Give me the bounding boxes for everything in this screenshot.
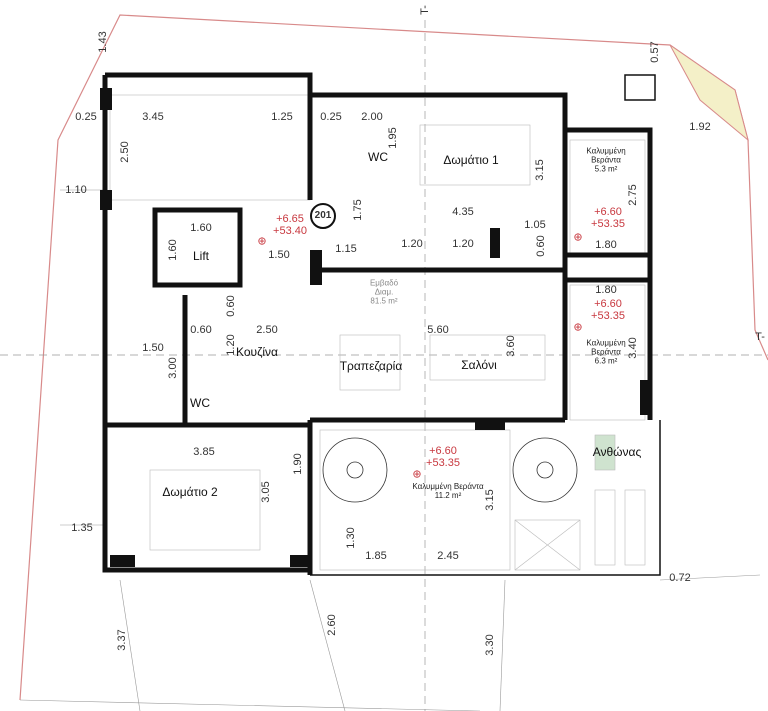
room-label-lift: Lift (192, 249, 210, 263)
dimension: 1.05 (524, 219, 546, 231)
dimension: 1.25 (271, 111, 293, 123)
dimension: 2.45 (437, 550, 459, 562)
level-marker-icon: ⊕ (412, 468, 422, 481)
veranda-name: Καλυμμένη Βεράντα (586, 338, 626, 357)
dimension: 3.05 (260, 481, 272, 503)
room-label-kitchen: Κουζίνα (236, 345, 278, 359)
level-1: +6.60 (594, 298, 622, 310)
dimension: 1.92 (689, 121, 711, 133)
room-label-living: Σαλόνι (461, 358, 497, 372)
dimension: 3.45 (142, 111, 164, 123)
veranda-area: 6.3 m² (594, 356, 618, 366)
level-marker-icon: ⊕ (573, 321, 583, 334)
dimension: 0.72 (669, 572, 691, 584)
walls (102, 72, 653, 575)
level-marker-icon: ⊕ (257, 235, 267, 248)
level-2: +53.35 (426, 457, 460, 469)
dimension: 3.30 (484, 634, 496, 656)
dimension: 1.75 (352, 199, 364, 221)
dimension: 3.00 (167, 357, 179, 379)
veranda-1-label: Καλυμμένη Βεράντα 5.3 m² (576, 147, 636, 174)
dimension: 0.60 (535, 235, 547, 257)
level-1: +6.60 (429, 445, 457, 457)
room-label-flower-bed: Ανθώνας (592, 445, 642, 459)
dimension: 0.25 (75, 111, 97, 123)
unit-number-badge: 201 (310, 203, 336, 229)
veranda-name: Καλυμμένη Βεράντα (586, 146, 626, 165)
area-sub: Διαμ. (374, 287, 394, 297)
room-label-dining: Τραπεζαρία (339, 359, 403, 373)
entry-level-mark: +6.65 +53.40 (273, 213, 307, 237)
dimension: 3.15 (534, 159, 546, 181)
dimension: 1.50 (142, 342, 164, 354)
dimension: 1.60 (190, 222, 212, 234)
dimension: 1.90 (292, 453, 304, 475)
dimension: 3.40 (627, 337, 639, 359)
dimension: 0.60 (190, 324, 212, 336)
dimension: 1.35 (71, 522, 93, 534)
dimension: 2.60 (326, 614, 338, 636)
dimension: 1.10 (65, 184, 87, 196)
dimension: 1.80 (595, 284, 617, 296)
area-note: Εμβαδό Διαμ. 81.5 m² (370, 279, 398, 306)
dimension: 5.60 (427, 324, 449, 336)
room-label-bedroom-1: Δωμάτιο 1 (443, 153, 499, 167)
spiral-stairs (322, 437, 578, 503)
area-value: 81.5 m² (370, 296, 398, 306)
dimension: 1.30 (345, 527, 357, 549)
level-2: +53.35 (591, 218, 625, 230)
dimension: 3.60 (505, 335, 517, 357)
room-label-wc-bottom: WC (190, 396, 210, 410)
level-1: +6.65 (276, 213, 304, 225)
dimension: 2.75 (627, 184, 639, 206)
section-marker-top: T- (419, 5, 431, 15)
garden-corner (669, 44, 749, 142)
dimension: 4.35 (452, 206, 474, 218)
veranda-area: 11.2 m² (434, 491, 462, 500)
veranda-3-label: Καλυμμένη Βεράντα 11.2 m² (412, 482, 483, 500)
veranda-2-level: +6.60 +53.35 (591, 298, 625, 322)
dimension: 0.60 (225, 295, 237, 317)
veranda-area: 5.3 m² (594, 164, 618, 174)
dimension: 1.85 (365, 550, 387, 562)
dimension: 3.15 (484, 489, 496, 511)
dimension: 1.80 (595, 239, 617, 251)
dimension: 0.57 (649, 41, 661, 63)
veranda-1-level: +6.60 +53.35 (591, 206, 625, 230)
level-2: +53.35 (591, 310, 625, 322)
veranda-2-label: Καλυμμένη Βεράντα 6.3 m² (576, 339, 636, 366)
veranda-name: Καλυμμένη Βεράντα (412, 482, 484, 491)
section-marker-right: T- (755, 331, 765, 343)
dimension: 1.95 (387, 127, 399, 149)
level-1: +6.60 (594, 206, 622, 218)
dimension: 2.50 (256, 324, 278, 336)
dimension: 1.20 (225, 334, 237, 356)
dimension: 1.20 (452, 238, 474, 250)
area-label: Εμβαδό (369, 278, 399, 288)
dimension: 2.00 (361, 111, 383, 123)
dimension: 3.85 (193, 446, 215, 458)
plot-boundary (19, 14, 768, 701)
dimension: 2.50 (119, 141, 131, 163)
dimension: 1.50 (268, 249, 290, 261)
dimension: 3.37 (116, 629, 128, 651)
room-label-wc-top: WC (368, 150, 388, 164)
room-label-bedroom-2: Δωμάτιο 2 (162, 485, 218, 499)
dimension: 1.15 (335, 243, 357, 255)
veranda-3-level: +6.60 +53.35 (426, 445, 460, 469)
level-2: +53.40 (273, 225, 307, 237)
dimension: 0.25 (320, 111, 342, 123)
dimension: 1.20 (401, 238, 423, 250)
level-marker-icon: ⊕ (573, 231, 583, 244)
dimension: 1.60 (167, 239, 179, 261)
dimension: 1.43 (97, 31, 109, 53)
